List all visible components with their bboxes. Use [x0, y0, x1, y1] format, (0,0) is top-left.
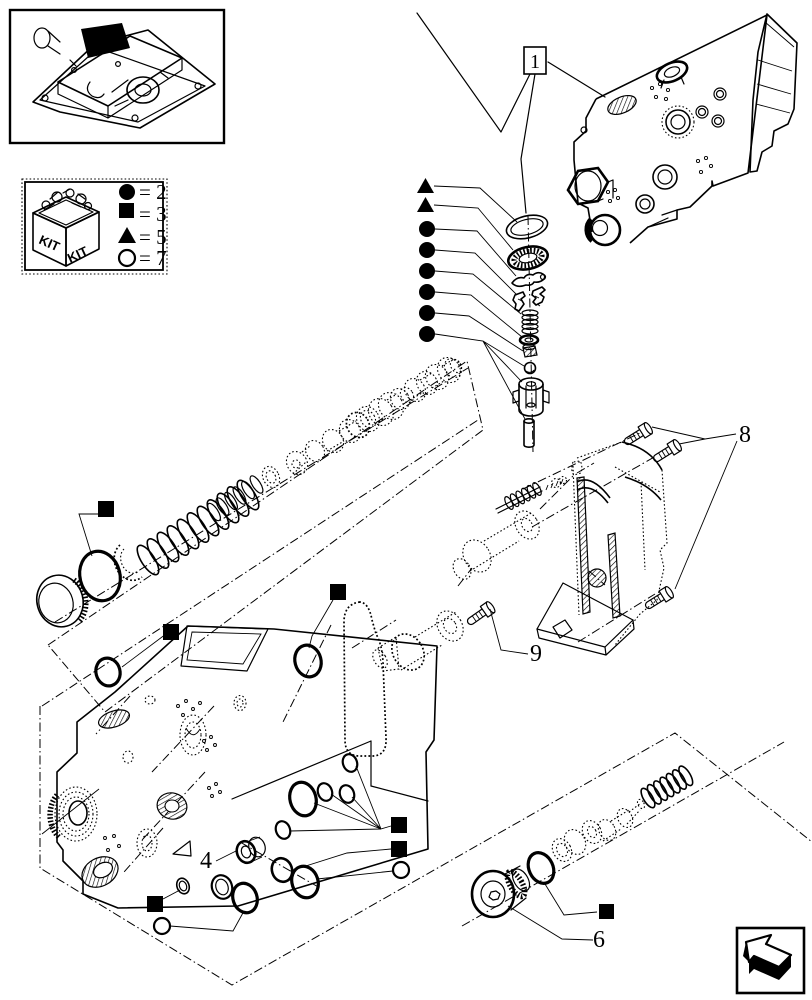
bracket-group: 8 9 [466, 422, 751, 667]
filled-circle-marker [419, 263, 435, 279]
filled-square-marker [147, 896, 163, 912]
thumbnail-box[interactable] [8, 8, 226, 145]
open-circle-icon [117, 248, 137, 268]
screw [623, 422, 653, 446]
o-ring [290, 864, 320, 900]
callout-9-label[interactable]: 9 [530, 641, 542, 667]
detent-spring-rod [495, 475, 568, 514]
valve-body-drawing [41, 625, 438, 909]
assembled-valve-art [32, 23, 216, 129]
threaded-bore [41, 786, 100, 842]
legend-row-filled-triangle: = 5 [118, 225, 167, 249]
detent-group [372, 475, 568, 672]
filled-triangle-icon [118, 227, 136, 243]
o-ring [231, 881, 259, 915]
gasket-outline [343, 601, 387, 757]
callout-8-label[interactable]: 8 [739, 422, 751, 448]
filled-triangle-marker [417, 197, 434, 212]
filled-square-marker [391, 841, 407, 857]
legend-value: = 3 [139, 202, 167, 226]
spool-phantom [285, 356, 463, 476]
filled-square-marker [330, 584, 346, 600]
inner-spring [207, 475, 264, 522]
relief-spring [640, 765, 694, 809]
o-ring [293, 643, 323, 679]
centering-spring [136, 479, 260, 576]
phantom-lines [39, 215, 812, 986]
screw [644, 586, 674, 610]
valve-section-drawing [566, 13, 798, 247]
screw [652, 439, 682, 463]
bushing [235, 836, 266, 865]
filled-circle-icon [119, 184, 135, 200]
open-circle-marker [391, 860, 411, 880]
filled-circle-marker [419, 242, 435, 258]
callout-4-label[interactable]: 4 [200, 848, 212, 874]
open-circle-marker [152, 916, 172, 936]
filled-circle-marker [419, 221, 435, 237]
filled-circle-marker [419, 326, 435, 342]
filled-square-icon [119, 203, 134, 218]
filled-square-marker [599, 904, 614, 919]
kit-legend: KIT KIT = 2 = 3 = 5 = 7 [21, 178, 168, 275]
nav-prev-section-button[interactable] [735, 926, 806, 995]
filled-square-marker [163, 624, 179, 640]
legend-row-filled-square: = 3 [119, 202, 167, 226]
callout-1-label[interactable]: 1 [530, 51, 540, 73]
o-ring [526, 851, 556, 885]
callout-valve-section[interactable]: 1 [416, 12, 606, 214]
legend-value: = 7 [139, 246, 167, 270]
o-ring [210, 874, 234, 900]
screw [466, 601, 496, 626]
o-ring [288, 780, 318, 818]
legend-value: = 5 [139, 225, 167, 249]
kit-symbol-column [417, 178, 526, 420]
o-ring [316, 782, 334, 802]
callout-6-label[interactable]: 6 [593, 927, 605, 953]
o-ring [175, 877, 191, 895]
filled-square-marker [391, 817, 407, 833]
o-ring [274, 820, 292, 840]
legend-value: = 2 [139, 180, 167, 204]
o-ring [338, 784, 356, 804]
relief-valve-group: 6 [470, 765, 694, 953]
filled-circle-marker [419, 305, 435, 321]
seal-kit-items: 4 [94, 584, 411, 936]
o-ring [341, 753, 359, 773]
return-arrow-icon [743, 933, 793, 980]
legend-row-filled-circle: = 2 [119, 180, 167, 204]
legend-row-open-circle: = 7 [117, 246, 167, 270]
o-ring [78, 549, 122, 603]
filled-square-marker [98, 501, 114, 517]
bracket-foot [536, 582, 635, 656]
o-ring [94, 656, 122, 688]
o-ring [270, 856, 294, 884]
filled-triangle-marker [417, 178, 434, 193]
filled-circle-marker [419, 284, 435, 300]
main-spool-group [35, 356, 463, 628]
poppet-parts-stack [505, 214, 550, 448]
